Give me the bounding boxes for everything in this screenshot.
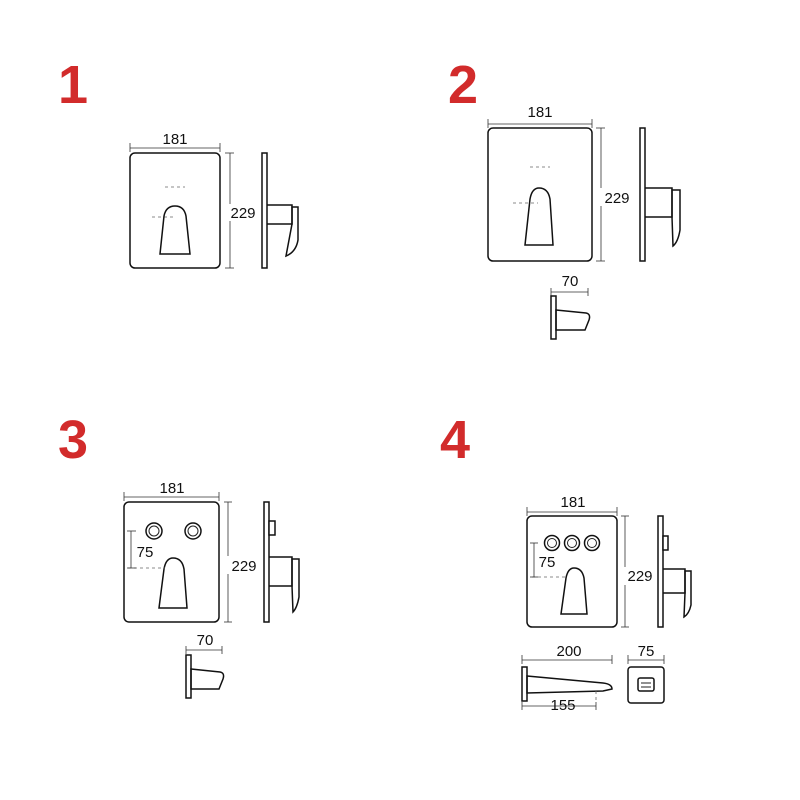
panel-2-number: 2 xyxy=(448,55,478,115)
button-size-label: 75 xyxy=(638,643,655,660)
panel-3: 3 181 75 229 xyxy=(58,410,300,699)
height-label: 229 xyxy=(627,568,652,585)
height-label: 229 xyxy=(230,205,255,222)
handle-front xyxy=(158,557,188,609)
side-view xyxy=(639,127,681,262)
width-dimension: 181 xyxy=(487,104,593,128)
width-label: 181 xyxy=(527,104,552,121)
diverter-button-icon xyxy=(563,534,581,552)
height-dimension: 229 xyxy=(224,501,261,623)
height-dimension: 229 xyxy=(621,515,658,628)
spout-offset-label: 155 xyxy=(550,697,575,714)
width-dimension: 181 xyxy=(129,131,221,152)
height-dimension: 229 xyxy=(596,127,636,262)
spout: 70 xyxy=(550,273,591,340)
spout: 70 xyxy=(185,632,225,699)
panel-1-number: 1 xyxy=(58,55,88,115)
spout-length-label: 200 xyxy=(556,643,581,660)
panel-4-number: 4 xyxy=(440,410,470,470)
width-label: 181 xyxy=(159,480,184,497)
handle-front xyxy=(159,205,191,255)
spout-depth-label: 70 xyxy=(197,632,214,649)
handle-front xyxy=(560,567,588,615)
spout-depth-label: 70 xyxy=(562,273,579,290)
side-view xyxy=(657,515,692,628)
diverter-button-icon xyxy=(583,534,601,552)
side-view xyxy=(261,152,299,269)
panel-1: 1 181 229 xyxy=(58,55,299,269)
width-dimension: 181 xyxy=(526,494,618,516)
width-label: 181 xyxy=(560,494,585,511)
diverter-button-icon xyxy=(184,522,202,540)
spacing-dimension: 75 xyxy=(127,530,155,569)
panel-3-number: 3 xyxy=(58,410,88,470)
spacing-dimension: 75 xyxy=(530,542,558,578)
push-button-icon xyxy=(637,677,655,692)
long-spout: 200 155 xyxy=(521,643,613,714)
width-dimension: 181 xyxy=(123,480,220,501)
diverter-button-icon xyxy=(145,522,163,540)
height-dimension: 229 xyxy=(225,152,260,269)
height-label: 229 xyxy=(604,190,629,207)
panel-4: 4 181 75 229 xyxy=(440,410,692,714)
spacing-label: 75 xyxy=(137,544,154,561)
front-plate xyxy=(526,515,618,628)
width-label: 181 xyxy=(162,131,187,148)
side-view xyxy=(263,501,300,623)
handle-front xyxy=(524,187,554,246)
front-plate xyxy=(487,127,593,262)
square-button: 75 xyxy=(627,643,665,704)
panel-2: 2 181 229 70 xyxy=(448,55,681,340)
diverter-button-icon xyxy=(543,534,561,552)
front-plate xyxy=(129,152,221,269)
front-plate xyxy=(123,501,220,623)
height-label: 229 xyxy=(231,558,256,575)
spacing-label: 75 xyxy=(539,554,556,571)
